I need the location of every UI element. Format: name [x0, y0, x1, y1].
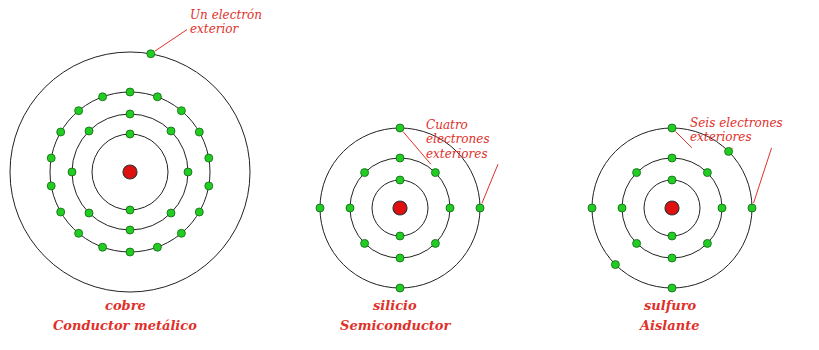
electron [47, 182, 55, 190]
electron-shell [592, 128, 752, 288]
electron [668, 176, 676, 184]
electron [748, 204, 756, 212]
electron [703, 169, 711, 177]
electron [668, 254, 676, 262]
electron [633, 239, 641, 247]
atom-caption: cobre [105, 298, 146, 314]
nucleus [393, 201, 407, 215]
electron [126, 110, 134, 118]
electron [361, 169, 369, 177]
electron [177, 229, 185, 237]
leader-line [676, 132, 692, 148]
electron [126, 226, 134, 234]
electron [195, 208, 203, 216]
electron [177, 107, 185, 115]
electron [85, 209, 93, 217]
atom-caption: Conductor metálico [53, 318, 197, 334]
electron [126, 206, 134, 214]
atom-caption: Semiconductor [340, 318, 450, 334]
electron [205, 182, 213, 190]
callout-label: Cuatro electrones exteriores [426, 118, 522, 161]
electron [346, 204, 354, 212]
electron [167, 127, 175, 135]
electron [47, 154, 55, 162]
electron [668, 284, 676, 292]
atom-caption: sulfuro [644, 298, 696, 314]
electron [195, 128, 203, 136]
nucleus [123, 165, 137, 179]
electron [703, 239, 711, 247]
electron [396, 176, 404, 184]
electron [153, 243, 161, 251]
electron [68, 168, 76, 176]
leader-line [732, 147, 734, 149]
electron [147, 50, 155, 58]
electron [396, 284, 404, 292]
electron [725, 147, 733, 155]
electron [75, 229, 83, 237]
nucleus [665, 201, 679, 215]
electron-shell [92, 134, 168, 210]
electron [316, 204, 324, 212]
electron-shell [622, 158, 722, 258]
atom-caption: silicio [373, 298, 417, 314]
callout-label: Seis electrones exteriores [690, 116, 786, 145]
electron [85, 127, 93, 135]
electron [126, 130, 134, 138]
electron [153, 93, 161, 101]
electron [668, 154, 676, 162]
electron-shell [644, 180, 700, 236]
atom-caption: Aislante [640, 318, 699, 334]
electron [57, 208, 65, 216]
electron [396, 124, 404, 132]
electron [668, 232, 676, 240]
leader-line [754, 148, 772, 203]
electron [75, 107, 83, 115]
callout-label: Un electrón exterior [190, 8, 278, 37]
electron [618, 204, 626, 212]
electron-shell [372, 180, 428, 236]
electron [396, 254, 404, 262]
electron-shell [50, 92, 210, 252]
electron [396, 232, 404, 240]
electron [668, 124, 676, 132]
electron [184, 168, 192, 176]
electron [446, 204, 454, 212]
electron [588, 204, 596, 212]
electron-shell [350, 158, 450, 258]
leader-line [482, 164, 498, 203]
electron [361, 239, 369, 247]
electron [633, 169, 641, 177]
electron [431, 239, 439, 247]
electron [99, 243, 107, 251]
electron [205, 154, 213, 162]
electron [718, 204, 726, 212]
electron [396, 154, 404, 162]
electron [99, 93, 107, 101]
electron [167, 209, 175, 217]
electron [611, 261, 619, 269]
electron [57, 128, 65, 136]
leader-line [155, 30, 187, 51]
electron [126, 248, 134, 256]
electron [431, 169, 439, 177]
electron-shell [72, 114, 188, 230]
electron-shell [10, 52, 250, 292]
electron [476, 204, 484, 212]
electron [126, 88, 134, 96]
